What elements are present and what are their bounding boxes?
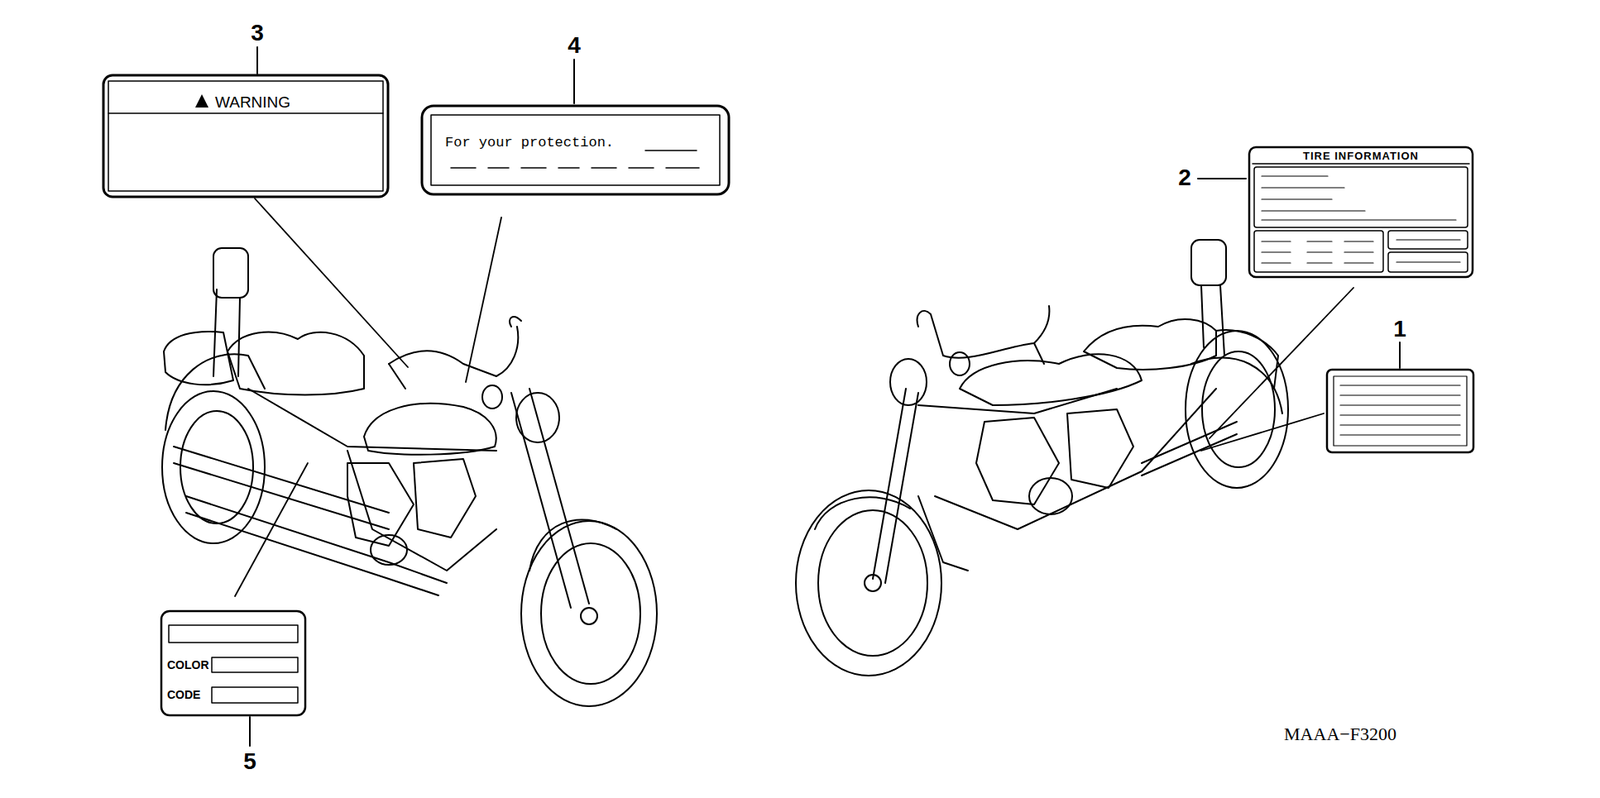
- warning-label: WARNING: [103, 75, 389, 197]
- callout-number: 4: [567, 33, 581, 58]
- callout-number: 2: [1178, 166, 1192, 190]
- color-code-label: COLOR CODE: [161, 611, 306, 716]
- protection-label: For your protection.: [421, 105, 729, 195]
- tire-information-label: TIRE INFORMATION: [1249, 147, 1473, 278]
- callout-number: 1: [1393, 317, 1407, 341]
- warning-heading: WARNING: [215, 94, 291, 111]
- label-text: For your protection.: [445, 135, 614, 150]
- field-name: CODE: [167, 689, 201, 701]
- callout-number: 5: [243, 750, 257, 774]
- field-name: COLOR: [167, 659, 210, 671]
- diagram-code: MAAA−F3200: [1283, 725, 1397, 744]
- label-heading: TIRE INFORMATION: [1249, 150, 1473, 162]
- callout-number: 3: [250, 21, 264, 45]
